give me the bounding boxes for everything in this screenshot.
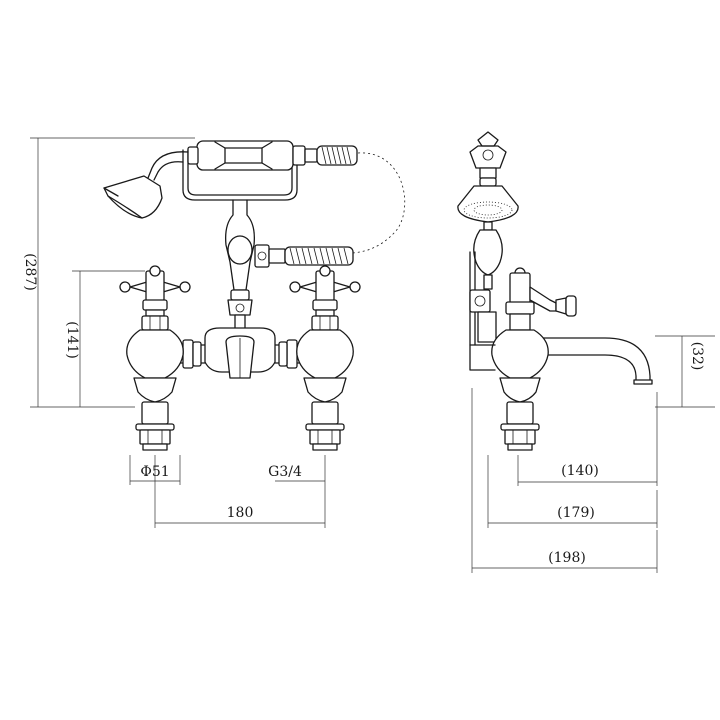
dim-overall-height: (287) xyxy=(22,253,38,291)
dim-base-diameter: Φ51 xyxy=(140,464,169,480)
cradle-stem xyxy=(225,199,255,291)
side-dimensions xyxy=(471,335,715,573)
hose-spring-top xyxy=(316,145,358,166)
hose-line xyxy=(351,152,406,254)
handset-cradle xyxy=(182,149,298,201)
side-view xyxy=(457,131,715,573)
side-stem xyxy=(469,221,503,346)
side-cradle xyxy=(469,131,507,179)
dim-spout-height: (32) xyxy=(689,342,705,371)
front-view xyxy=(30,137,406,528)
handset xyxy=(187,140,318,171)
side-spout xyxy=(539,337,653,385)
dim-thread-size: G3/4 xyxy=(268,464,302,480)
dim-spout-reach: (140) xyxy=(561,463,599,479)
shower-head xyxy=(103,151,189,219)
dim-overall-depth: (198) xyxy=(548,550,586,566)
side-pillar-valve xyxy=(469,267,577,451)
side-shower-head xyxy=(457,177,519,223)
dim-centres: 180 xyxy=(227,505,254,521)
dim-projection: (179) xyxy=(557,505,595,521)
right-pillar-valve xyxy=(289,265,361,451)
hose-spring-bottom xyxy=(254,244,354,268)
dim-pillar-height: (141) xyxy=(64,321,80,359)
front-dimensions xyxy=(30,137,326,528)
left-pillar-valve xyxy=(119,265,191,451)
central-spout xyxy=(204,327,276,379)
